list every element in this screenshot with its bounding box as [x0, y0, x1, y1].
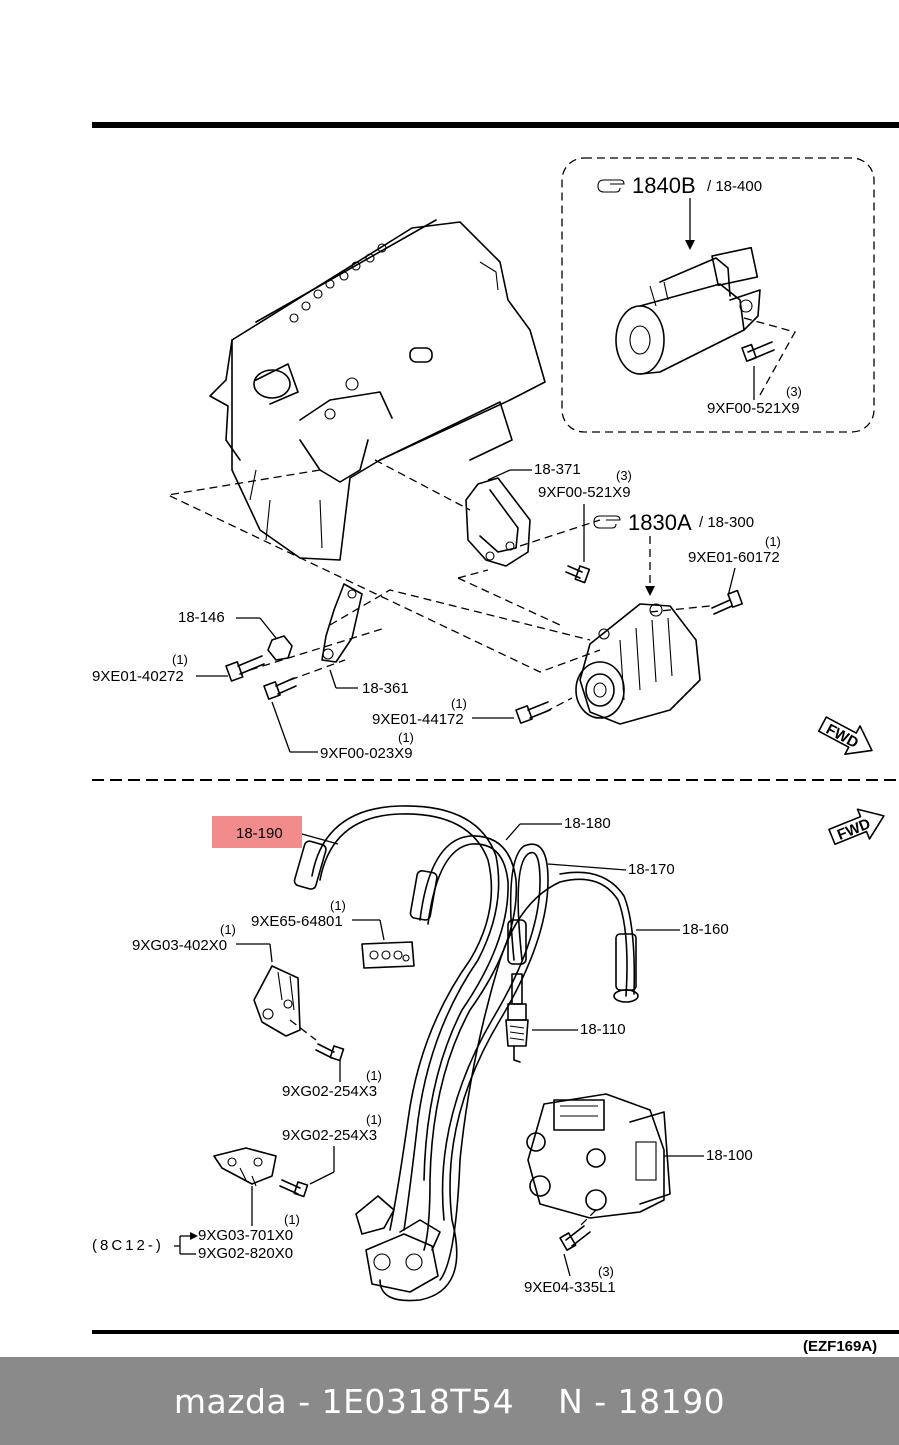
bracket-18-371	[465, 477, 531, 567]
clip-64801-label: 9XE65-64801	[251, 913, 343, 930]
bolt-023-label: 9XF00-023X9	[320, 745, 413, 762]
clamp-402-qty: (1)	[220, 922, 236, 937]
screw-icon	[315, 1043, 345, 1062]
lead-clip	[361, 941, 415, 969]
clamp-701-label: 9XG03-701X0	[198, 1227, 293, 1244]
bolt-icon	[225, 655, 265, 682]
starter-bolt-label: 9XF00-521X9	[707, 400, 800, 417]
coil-100-label[interactable]: 18-100	[706, 1147, 753, 1164]
lead-170-label[interactable]: 18-170	[628, 861, 675, 878]
spark-plug	[505, 973, 529, 1063]
ignition-coil	[526, 1093, 671, 1219]
bolt-icon	[711, 589, 743, 615]
starter-group-box	[561, 157, 875, 433]
screw-254b-label: 9XG02-254X3	[282, 1127, 377, 1144]
strap-361-label: 18-361	[362, 680, 409, 697]
clamp-820-label: 9XG02-820X0	[198, 1245, 293, 1262]
bolt-icon	[263, 677, 297, 700]
engine-block	[209, 219, 546, 561]
hand-pointer-icon	[597, 179, 625, 193]
bracket-bolt-qty: (3)	[616, 468, 632, 483]
footer-part-number: mazda - 1E0318T54	[173, 1381, 515, 1421]
alt-bolt-top-qty: (1)	[765, 534, 781, 549]
footer-ref-number: N - 18190	[558, 1381, 726, 1421]
plug-110-label[interactable]: 18-110	[580, 1021, 626, 1038]
starter-ref-page: / 18-400	[707, 178, 762, 195]
diagram-code: (EZF169A)	[803, 1338, 877, 1355]
parts-diagram: 1840B / 18-400 (3) 9XF00-521X9	[92, 122, 899, 1355]
bolt-icon	[741, 341, 775, 362]
screw-254a-label: 9XG02-254X3	[282, 1083, 377, 1100]
clamp-bracket	[253, 965, 301, 1037]
bolt-icon	[515, 701, 551, 724]
starter-ref-label: 1840B	[632, 173, 696, 198]
lead-160-label[interactable]: 18-160	[682, 921, 729, 938]
bolt-335-qty: (3)	[598, 1264, 614, 1279]
bolt-40272-label: 9XE01-40272	[92, 668, 184, 685]
bolt-44172-qty: (1)	[451, 696, 467, 711]
screw-254a-qty: (1)	[366, 1068, 382, 1083]
highlight-box	[212, 816, 302, 848]
nut-icon	[267, 635, 293, 661]
bolt-023-qty: (1)	[398, 730, 414, 745]
spark-plug-leads	[293, 805, 639, 1302]
lead-180-label[interactable]: 18-180	[564, 815, 611, 832]
starter-bolt-qty: (3)	[786, 384, 802, 399]
bolt-335-label: 9XE04-335L1	[524, 1279, 616, 1296]
strap-18-361	[321, 583, 363, 663]
clamp-402-label: 9XG03-402X0	[132, 937, 227, 954]
bracket-bolt-label: 9XF00-521X9	[538, 484, 631, 501]
lead-terminals	[355, 1195, 441, 1293]
nut-146-label: 18-146	[178, 609, 225, 626]
clip-64801-qty: (1)	[330, 898, 346, 913]
clamp-bracket	[213, 1147, 277, 1187]
fwd-arrow-icon: FWD	[817, 716, 873, 756]
lead-190-label[interactable]: 18-190	[236, 825, 283, 842]
hand-pointer-icon	[593, 515, 621, 529]
starter-motor	[615, 246, 761, 375]
alt-bolt-top-label: 9XE01-60172	[688, 549, 780, 566]
screw-icon	[279, 1179, 309, 1198]
bolt-icon	[559, 1225, 591, 1251]
clamp-701-qty: (1)	[284, 1212, 300, 1227]
alternator	[575, 603, 701, 725]
alternator-ref-page: / 18-300	[699, 514, 754, 531]
footer-caption: mazda - 1E0318T54 N - 18190	[0, 1357, 899, 1445]
alternator-ref-label: 1830A	[628, 510, 692, 535]
svg-text:FWD: FWD	[835, 815, 873, 844]
bolt-44172-label: 9XE01-44172	[372, 711, 464, 728]
screw-254b-qty: (1)	[366, 1112, 382, 1127]
fwd-arrow-icon: FWD	[828, 808, 885, 846]
bracket-371-label: 18-371	[534, 461, 581, 478]
clamp-group-label: (8C12-)	[92, 1237, 164, 1254]
bolt-icon	[565, 565, 591, 584]
bolt-40272-qty: (1)	[172, 652, 188, 667]
